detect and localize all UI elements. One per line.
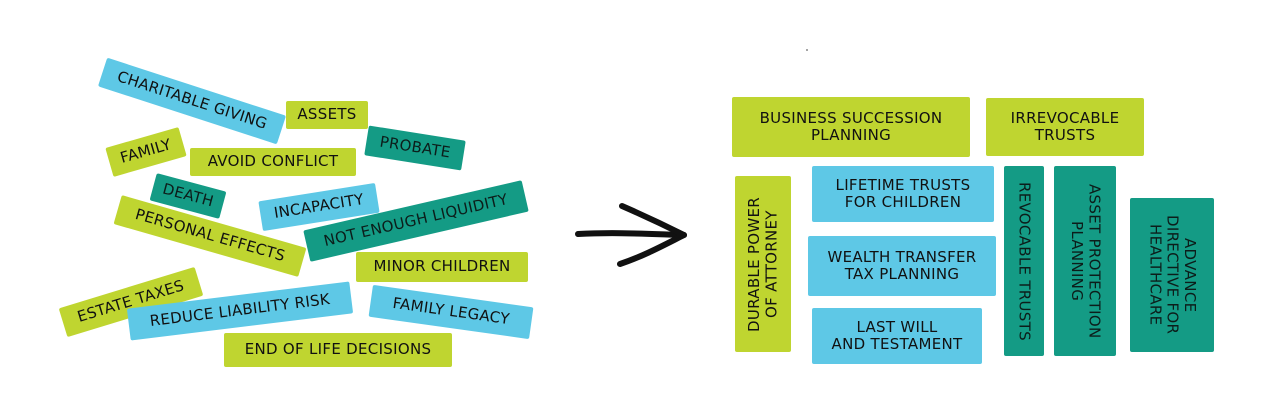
tag-business-succession-line1: BUSINESS SUCCESSION xyxy=(759,108,943,127)
tag-assets-label: ASSETS xyxy=(297,105,357,124)
tag-durable-power-of-attorney: DURABLE POWER OF ATTORNEY xyxy=(735,176,791,352)
tag-business-succession-line2: PLANNING xyxy=(810,126,892,144)
tag-incapacity-label: INCAPACITY xyxy=(272,190,366,223)
tag-advance-directive-line1: ADVANCE xyxy=(1180,237,1199,313)
tag-lifetime-trusts-line1: LIFETIME TRUSTS xyxy=(835,175,971,194)
tag-wealth-transfer-line2: TAX PLANNING xyxy=(844,265,960,283)
tag-irrevocable-line2: TRUSTS xyxy=(1034,126,1096,144)
tag-asset-protection-line1: ASSET PROTECTION xyxy=(1085,183,1104,339)
tag-durable-poa-line2: OF ATTORNEY xyxy=(762,210,780,318)
tag-avoid-conflict: AVOID CONFLICT xyxy=(190,148,356,176)
tag-family-legacy-label: FAMILY LEGACY xyxy=(391,294,511,329)
tag-minor-children: MINOR CHILDREN xyxy=(356,252,528,282)
tag-wealth-transfer-line1: WEALTH TRANSFER xyxy=(827,247,977,266)
tag-last-will-line1: LAST WILL xyxy=(856,317,938,336)
tag-death-label: DEATH xyxy=(160,179,216,211)
tag-minor-children-label: MINOR CHILDREN xyxy=(373,257,511,276)
tag-business-succession-planning: BUSINESS SUCCESSION PLANNING xyxy=(732,97,970,157)
tag-avoid-conflict-label: AVOID CONFLICT xyxy=(207,152,339,171)
tag-advance-directive-line3: HEALTHCARE xyxy=(1146,224,1165,326)
stray-dot xyxy=(806,49,808,51)
tag-lifetime-trusts-for-children: LIFETIME TRUSTS FOR CHILDREN xyxy=(812,166,994,222)
tag-assets: ASSETS xyxy=(286,101,368,129)
tag-irrevocable-trusts: IRREVOCABLE TRUSTS xyxy=(986,98,1144,156)
tag-wealth-transfer-tax-planning: WEALTH TRANSFER TAX PLANNING xyxy=(808,236,996,296)
tag-asset-protection-planning: ASSET PROTECTION PLANNING xyxy=(1054,166,1116,356)
tag-last-will-and-testament: LAST WILL AND TESTAMENT xyxy=(812,308,982,364)
tag-charitable-giving: CHARITABLE GIVING xyxy=(97,57,287,145)
tag-last-will-line2: AND TESTAMENT xyxy=(831,335,963,353)
tag-revocable-trusts-label: REVOCABLE TRUSTS xyxy=(1015,181,1034,341)
tag-family-label: FAMILY xyxy=(118,135,174,168)
tag-irrevocable-line1: IRREVOCABLE xyxy=(1010,108,1120,127)
tag-advance-directive-line2: DIRECTIVE FOR xyxy=(1163,215,1182,335)
right-arrow-icon xyxy=(575,203,687,267)
tag-probate-label: PROBATE xyxy=(378,132,452,162)
tag-revocable-trusts: REVOCABLE TRUSTS xyxy=(1004,166,1044,356)
tag-asset-protection-line2: PLANNING xyxy=(1068,220,1086,302)
tag-charitable-giving-label: CHARITABLE GIVING xyxy=(114,67,270,134)
tag-advance-directive-for-healthcare: ADVANCE DIRECTIVE FOR HEALTHCARE xyxy=(1130,198,1214,352)
tag-durable-poa-line1: DURABLE POWER xyxy=(744,196,763,332)
tag-family: FAMILY xyxy=(105,127,187,177)
tag-end-of-life-decisions-label: END OF LIFE DECISIONS xyxy=(244,340,432,359)
tag-lifetime-trusts-line2: FOR CHILDREN xyxy=(844,193,962,211)
tag-probate: PROBATE xyxy=(364,125,466,171)
tag-end-of-life-decisions: END OF LIFE DECISIONS xyxy=(224,333,452,367)
tag-family-legacy: FAMILY LEGACY xyxy=(368,284,534,340)
